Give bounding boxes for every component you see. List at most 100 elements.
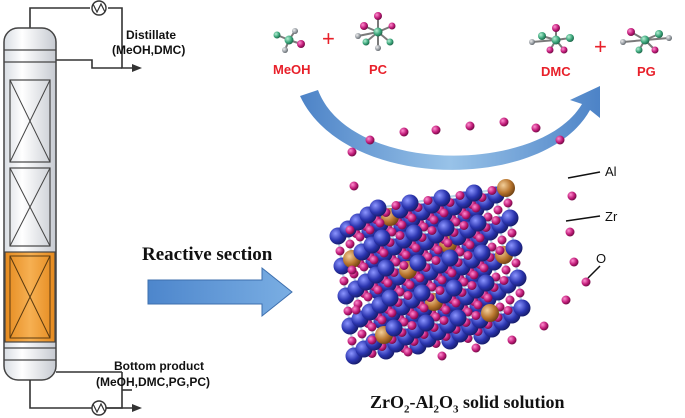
o-atom — [415, 273, 425, 283]
o-atom — [469, 270, 479, 280]
o-atom — [439, 208, 449, 218]
o-atom — [365, 135, 375, 145]
o-atom — [347, 265, 357, 275]
o-atom — [431, 256, 441, 265]
o-atom — [507, 228, 517, 238]
o-atom — [491, 216, 501, 225]
o-atom — [463, 251, 473, 260]
o-atom — [387, 227, 397, 237]
caption-sub-3: 3 — [453, 403, 459, 416]
o-atom — [343, 306, 353, 316]
o-atom — [555, 135, 565, 145]
o-atom — [367, 322, 377, 332]
o-atom — [423, 196, 433, 205]
o-atom — [435, 286, 445, 295]
o-atom — [399, 317, 409, 327]
zr-atom — [433, 189, 451, 207]
pg-molecule — [620, 28, 672, 54]
o-atom — [431, 125, 441, 135]
meoh-molecule — [273, 28, 305, 53]
o-atom — [499, 117, 509, 127]
o-atom — [345, 239, 355, 249]
o-atom — [399, 261, 409, 270]
o-atom — [411, 243, 421, 253]
atom-label-zr: Zr — [605, 209, 618, 224]
o-pointer-line — [587, 265, 601, 279]
o-atom — [487, 242, 497, 252]
o-atom — [351, 305, 361, 315]
caption-part-al: -Al — [409, 392, 434, 412]
o-atom — [369, 255, 379, 265]
distillation-column — [3, 0, 142, 416]
o-atom — [399, 127, 409, 137]
reboiler-icon — [91, 400, 107, 416]
o-atom — [569, 257, 579, 267]
o-atom — [403, 291, 413, 300]
o-atom — [395, 287, 405, 297]
reactive-section-arrow — [147, 266, 293, 318]
o-atom — [377, 315, 387, 325]
caption-sub-1: 2 — [404, 403, 410, 416]
o-atom — [447, 268, 457, 278]
dmc-molecule — [529, 24, 574, 54]
o-atom — [511, 258, 521, 268]
caption-part-zro: ZrO — [370, 392, 404, 412]
reactant-pc-label: PC — [369, 62, 388, 77]
o-atom — [473, 300, 483, 310]
o-atom — [401, 250, 411, 260]
reactant-meoh-label: MeOH — [273, 62, 311, 77]
o-atom — [455, 191, 465, 200]
zr-atom — [437, 219, 455, 237]
zr-atom — [465, 184, 483, 202]
o-atom — [349, 181, 359, 191]
o-atom — [451, 298, 461, 308]
bottom-product-label: Bottom product — [114, 359, 204, 373]
o-atom — [429, 215, 439, 225]
atom-label-o: O — [596, 251, 607, 266]
o-atom — [407, 321, 417, 330]
o-atom — [437, 275, 447, 285]
al-atom — [497, 179, 515, 197]
o-atom — [439, 316, 449, 325]
zr-atom — [473, 244, 491, 262]
zr-atom — [373, 229, 391, 247]
o-atom — [433, 245, 443, 255]
o-atom — [493, 205, 503, 215]
o-atom — [495, 246, 505, 255]
o-atom — [373, 285, 383, 295]
o-atom — [465, 121, 475, 131]
o-atom — [507, 335, 517, 345]
al-pointer-line — [567, 171, 601, 179]
zr-pointer-line — [565, 215, 601, 222]
o-atom — [501, 265, 511, 275]
zr-atom — [413, 284, 431, 302]
o-atom — [531, 123, 541, 133]
atom-label-al: Al — [605, 164, 617, 179]
o-atom — [379, 248, 389, 258]
zr-atom — [445, 279, 463, 297]
zro2-al2o3-lattice — [329, 117, 591, 365]
o-atom — [567, 191, 577, 201]
bottom-product-arrow — [132, 404, 142, 412]
o-atom — [419, 222, 429, 232]
distillate-label: Distillate — [126, 28, 177, 42]
o-atom — [347, 147, 357, 157]
zr-atom — [501, 209, 519, 227]
o-atom — [505, 295, 515, 305]
o-atom — [483, 212, 493, 222]
o-atom — [357, 329, 367, 339]
caption-sub-2: 2 — [433, 403, 440, 416]
zr-atom — [369, 199, 387, 217]
o-atom — [397, 220, 407, 230]
o-atom — [475, 233, 485, 243]
o-atom — [459, 221, 469, 230]
zr-atom — [505, 239, 523, 257]
o-atom — [503, 198, 513, 208]
o-atom — [355, 232, 365, 242]
zr-atom — [469, 214, 487, 232]
pc-molecule — [355, 12, 396, 51]
plus-sign-reactants: + — [322, 26, 335, 51]
zr-atom — [477, 274, 495, 292]
o-atom — [467, 281, 477, 290]
